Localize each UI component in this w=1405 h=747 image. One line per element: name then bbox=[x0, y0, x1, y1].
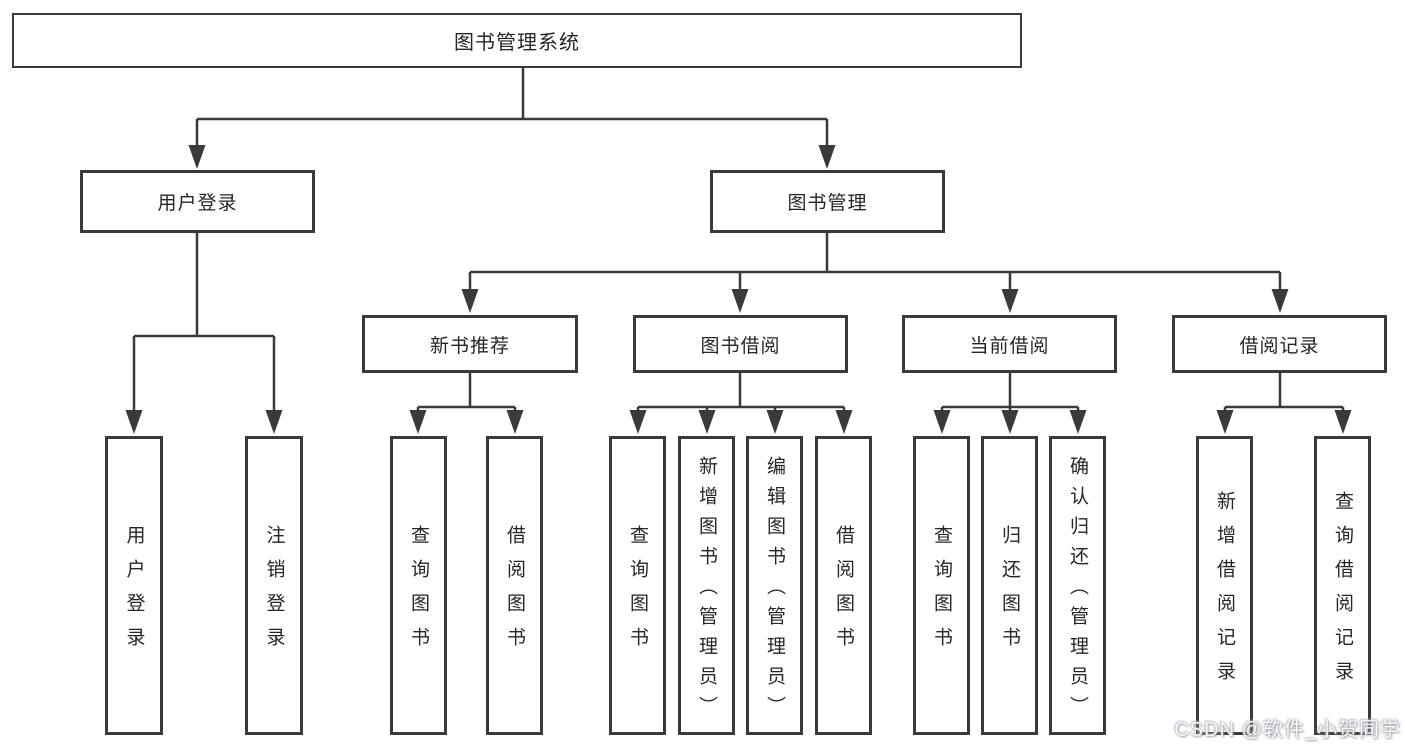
node-label: 借阅图书 bbox=[504, 525, 525, 661]
node-label: 当前借阅 bbox=[969, 335, 1050, 357]
node-book-borrowing: 图书借阅 bbox=[633, 315, 848, 373]
node-label: 确认归还（管理员） bbox=[1067, 456, 1088, 726]
csdn-watermark: CSDN @软件_小贺同学 bbox=[1174, 719, 1401, 741]
leaf-add-borrow-record: 新增借阅记录 bbox=[1196, 436, 1253, 735]
leaf-query-books: 查询图书 bbox=[390, 436, 447, 735]
node-new-book-recommendation: 新书推荐 bbox=[362, 315, 578, 373]
node-label: 用户登录 bbox=[157, 193, 238, 214]
node-label: 图书借阅 bbox=[700, 335, 781, 357]
leaf-borrow-books: 借阅图书 bbox=[815, 436, 872, 735]
node-label: 新增借阅记录 bbox=[1214, 491, 1235, 695]
node-label: 查询借阅记录 bbox=[1332, 491, 1353, 695]
leaf-query-borrow-record: 查询借阅记录 bbox=[1314, 436, 1371, 735]
node-label: 新增图书（管理员） bbox=[696, 456, 717, 726]
leaf-logout: 注销登录 bbox=[245, 436, 303, 735]
node-library-management-system: 图书管理系统 bbox=[12, 13, 1022, 68]
node-label: 图书管理 bbox=[787, 193, 868, 214]
node-book-management: 图书管理 bbox=[710, 170, 945, 233]
node-label: 借阅记录 bbox=[1239, 335, 1320, 357]
node-label: 编辑图书（管理员） bbox=[764, 456, 785, 726]
node-label: 借阅图书 bbox=[833, 525, 854, 661]
node-label: 新书推荐 bbox=[429, 335, 510, 357]
leaf-edit-book-admin: 编辑图书（管理员） bbox=[746, 436, 803, 735]
leaf-return-books: 归还图书 bbox=[981, 436, 1038, 735]
node-label: 注销登录 bbox=[263, 525, 285, 661]
leaf-query-books: 查询图书 bbox=[913, 436, 970, 735]
node-borrowing-records: 借阅记录 bbox=[1172, 315, 1387, 373]
node-current-borrowing: 当前借阅 bbox=[902, 315, 1117, 373]
leaf-confirm-return-admin: 确认归还（管理员） bbox=[1049, 436, 1106, 735]
leaf-query-books: 查询图书 bbox=[609, 436, 666, 735]
leaf-borrow-books: 借阅图书 bbox=[486, 436, 543, 735]
node-user-login: 用户登录 bbox=[80, 170, 315, 233]
node-label: 查询图书 bbox=[627, 525, 648, 661]
arrowheads bbox=[125, 145, 1352, 434]
node-label: 查询图书 bbox=[408, 525, 429, 661]
leaf-user-login: 用户登录 bbox=[105, 436, 163, 735]
node-label: 用户登录 bbox=[123, 525, 145, 661]
node-label: 图书管理系统 bbox=[454, 32, 580, 54]
node-label: 归还图书 bbox=[999, 525, 1020, 661]
leaf-add-book-admin: 新增图书（管理员） bbox=[678, 436, 735, 735]
node-label: 查询图书 bbox=[931, 525, 952, 661]
